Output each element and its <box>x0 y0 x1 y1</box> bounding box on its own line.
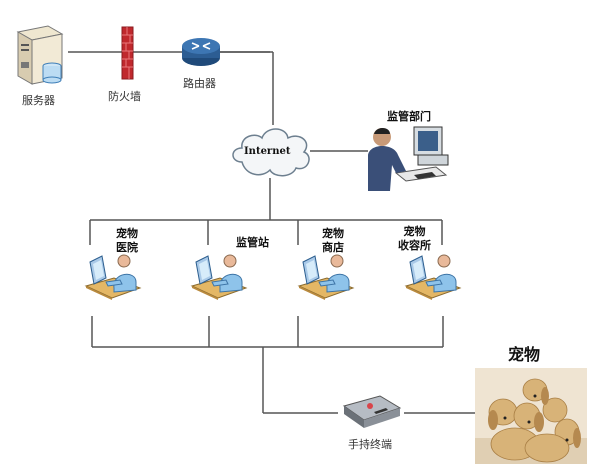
router-icon <box>180 36 222 72</box>
pet-shelter-label-line1: 宠物 <box>403 225 426 238</box>
pet-shop-label: 宠物 商店 <box>322 227 344 255</box>
supervision-station-label: 监管站 <box>236 236 269 249</box>
server-icon <box>10 22 70 92</box>
handheld-terminal-icon <box>340 392 404 436</box>
router-label: 路由器 <box>183 77 216 90</box>
pet-hospital-label: 宠物 医院 <box>116 227 138 255</box>
pet-shelter-workstation-icon <box>404 252 464 304</box>
pet-shop-workstation-icon <box>297 252 357 304</box>
pet-shelter-label: 宠物 收容所 <box>398 225 431 253</box>
firewall-icon <box>120 25 136 85</box>
pet-shop-label-line2: 商店 <box>322 241 344 254</box>
supervision-dept-label: 监管部门 <box>387 110 431 123</box>
pet-label: 宠物 <box>508 345 541 364</box>
pet-shop-label-line1: 宠物 <box>322 227 344 240</box>
internet-cloud-icon <box>228 122 314 184</box>
pet-dogs-image <box>475 368 587 464</box>
firewall-label: 防火墙 <box>108 90 141 103</box>
server-label: 服务器 <box>22 94 55 107</box>
handheld-terminal-label: 手持终端 <box>348 438 392 451</box>
supervisor-at-computer-icon <box>366 125 456 197</box>
supervision-station-workstation-icon <box>190 252 250 304</box>
pet-shelter-label-line2: 收容所 <box>398 239 431 252</box>
pet-hospital-label-line1: 宠物 <box>116 227 138 240</box>
internet-label: Internet <box>244 146 291 157</box>
pet-hospital-workstation-icon <box>84 252 144 304</box>
pet-hospital-label-line2: 医院 <box>116 241 138 254</box>
